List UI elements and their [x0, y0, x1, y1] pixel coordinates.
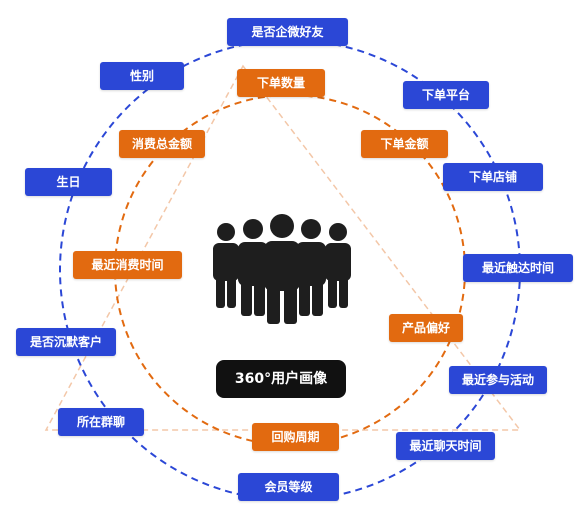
outer-tag: 下单店铺: [443, 163, 543, 191]
outer-tag: 性别: [100, 62, 184, 90]
inner-tag: 回购周期: [252, 423, 339, 451]
outer-tag: 生日: [25, 168, 112, 196]
inner-tag: 最近消费时间: [73, 251, 182, 279]
outer-tag: 是否沉默客户: [16, 328, 116, 356]
outer-tag: 下单平台: [403, 81, 489, 109]
inner-tag: 下单金额: [361, 130, 448, 158]
outer-tag: 最近触达时间: [463, 254, 573, 282]
outer-tag: 最近聊天时间: [396, 432, 495, 460]
inner-tag: 下单数量: [237, 69, 325, 97]
inner-tag: 消费总金额: [119, 130, 205, 158]
center-label: 360°用户画像: [216, 360, 346, 398]
inner-tag: 产品偏好: [389, 314, 463, 342]
people-group-icon: [213, 214, 351, 324]
outer-tag: 会员等级: [238, 473, 339, 501]
outer-tag: 最近参与活动: [449, 366, 547, 394]
outer-tag: 所在群聊: [58, 408, 144, 436]
outer-tag: 是否企微好友: [227, 18, 348, 46]
